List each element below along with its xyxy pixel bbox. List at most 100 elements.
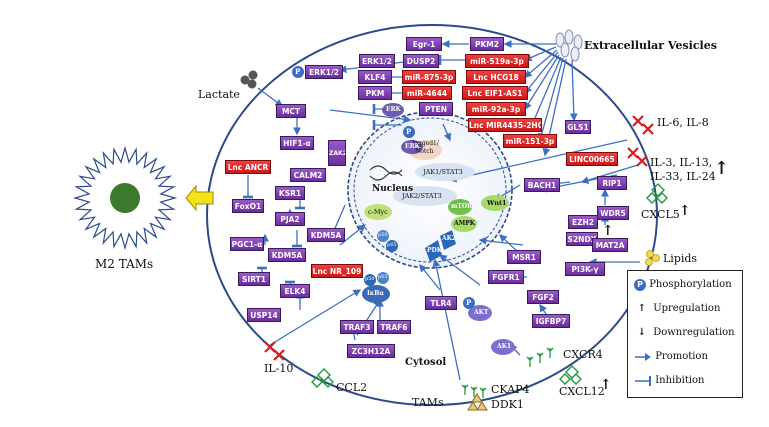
il10-icon bbox=[264, 341, 285, 361]
lipids-icon bbox=[645, 250, 660, 266]
mct-box: MCT bbox=[276, 104, 306, 118]
ezh2-box: EZH2 bbox=[568, 215, 598, 229]
extracellular-vesicles-icon bbox=[555, 29, 583, 62]
wnt1-shape bbox=[481, 195, 509, 211]
ak2-label: AK2 bbox=[442, 235, 457, 242]
zc3h12a-box: ZC3H12A bbox=[347, 344, 395, 358]
up-arrow-icon: ↑ bbox=[637, 303, 647, 314]
mir875-box: miR-875-3p bbox=[402, 70, 456, 84]
legend-phosphorylation-text: Phosphorylation bbox=[649, 279, 732, 290]
lactate-icon bbox=[240, 70, 258, 89]
lnc-hcg18-box: Lnc HCG18 bbox=[466, 70, 526, 84]
lipids-label: Lipids bbox=[663, 252, 698, 265]
cxcl12-icon bbox=[559, 365, 582, 385]
igfbp7-box: IGFBP7 bbox=[532, 314, 570, 328]
lactate-label: Lactate bbox=[198, 88, 240, 101]
lnc-mir4435-box: Lnc MIR4435-2HG bbox=[468, 118, 542, 132]
m2-tam-cell bbox=[72, 145, 178, 251]
jak1-stat3-shape bbox=[415, 163, 475, 181]
traf3-box: TRAF3 bbox=[340, 320, 374, 334]
p65-circle bbox=[377, 272, 389, 284]
elk4-box: ELK4 bbox=[280, 284, 310, 298]
legend-box: P Phosphorylation ↑ Upregulation ↓ Downr… bbox=[627, 270, 743, 398]
ckap4-receptor-icon bbox=[461, 384, 487, 398]
pi3kg-box: PI3K-γ bbox=[565, 262, 605, 276]
erk-label-b: ERK bbox=[405, 143, 420, 150]
mir151-box: miR-151-3p bbox=[503, 134, 557, 148]
p-circle-erk12 bbox=[292, 66, 304, 78]
legend-upregulation-text: Upregulation bbox=[653, 303, 721, 314]
p-label-akt: P bbox=[466, 298, 472, 307]
promotion-arrow-icon bbox=[635, 352, 651, 361]
klf4-box: KLF4 bbox=[358, 70, 392, 84]
p50-nuc-label: p50 bbox=[378, 232, 388, 238]
inhibition-bar-icon bbox=[635, 375, 651, 386]
legend-promotion-text: Promotion bbox=[655, 351, 708, 362]
cxcl5-label: CXCL5 bbox=[641, 208, 680, 221]
ikba-label: IκBα bbox=[367, 290, 384, 297]
erk12-box-b: ERK1/2 bbox=[305, 65, 343, 79]
dna-icon bbox=[369, 165, 403, 181]
p50-nuc-circle bbox=[377, 230, 389, 242]
zak2-box: ZAK2 bbox=[328, 140, 346, 166]
il10-label: IL-10 bbox=[264, 362, 294, 375]
il6-il8-label: IL-6, IL-8 bbox=[657, 116, 709, 129]
legend-downregulation-text: Downregulation bbox=[653, 327, 735, 338]
mir4644-box: miR-4644 bbox=[402, 86, 452, 100]
kdm5a-box-b: KDM5A bbox=[268, 248, 306, 262]
lnc-nr109-box: Lnc NR_109 bbox=[311, 264, 363, 278]
cxcl5-icon bbox=[646, 183, 668, 204]
sirt1-box: SIRT1 bbox=[238, 272, 270, 286]
erk-shape-b bbox=[401, 140, 423, 154]
fgf2-box: FGF2 bbox=[527, 290, 559, 304]
pkm-box: PKM bbox=[358, 86, 392, 100]
wnt1-label: Wnt1 bbox=[487, 199, 507, 207]
pten-box: PTEN bbox=[419, 102, 453, 116]
dusp2-box: DUSP2 bbox=[403, 54, 439, 68]
msr1-box: MSR1 bbox=[507, 250, 541, 264]
fgfr1-box: FGFR1 bbox=[488, 270, 524, 284]
pkm2-box: PKM2 bbox=[470, 37, 504, 51]
legend-upregulation: ↑ Upregulation bbox=[634, 303, 721, 314]
p50-label: p50 bbox=[365, 276, 375, 282]
ak1-label: AK1 bbox=[497, 343, 512, 350]
tams-label: TAMs bbox=[412, 396, 444, 409]
lnc-ancr-box: Lnc ANCR bbox=[225, 160, 271, 174]
akt-shape-a bbox=[468, 305, 492, 321]
mir92-box: miR-92a-3p bbox=[466, 102, 526, 116]
ckap4-label: CKAP4 bbox=[491, 383, 530, 396]
il3-il13-label: IL-3, IL-13, bbox=[650, 156, 713, 169]
p65-nuc-circle bbox=[386, 240, 398, 252]
cmyc-label: c-Myc bbox=[368, 208, 388, 216]
jagged1-label: Jagged1/ bbox=[412, 140, 439, 147]
cytosol-label: Cytosol bbox=[405, 357, 447, 368]
egr1-box: Egr-1 bbox=[406, 37, 442, 51]
p50-circle bbox=[364, 274, 376, 286]
mtor-shape bbox=[448, 199, 472, 215]
ddk1-icon bbox=[467, 393, 488, 411]
ccl2-icon bbox=[311, 368, 334, 388]
tlr4-box: TLR4 bbox=[425, 296, 457, 310]
legend-inhibition-text: Inhibition bbox=[655, 375, 705, 386]
yellow-arrow-icon bbox=[185, 184, 214, 212]
pdk-label: PDK bbox=[427, 247, 442, 254]
ccl2-label: CCL2 bbox=[336, 381, 368, 394]
linc00665-box: LINC00665 bbox=[566, 152, 618, 166]
p-circle-nucleus bbox=[403, 126, 415, 138]
cxcl12-upregulation-arrow: ↑ bbox=[600, 377, 612, 393]
p-label-nucleus: P bbox=[406, 127, 412, 136]
mir519-box: miR-519a-3p bbox=[465, 54, 529, 68]
akt-label: AKT bbox=[474, 309, 489, 316]
erk12-box-a: ERK1/2 bbox=[359, 54, 395, 68]
p65-nuc-label: p65 bbox=[387, 242, 397, 248]
rip1-box: RIP1 bbox=[597, 176, 627, 190]
mat2a-box: MAT2A bbox=[592, 238, 628, 252]
legend-phosphorylation: P Phosphorylation bbox=[634, 279, 732, 291]
ampk-label: AMPK bbox=[454, 220, 476, 227]
hif1a-box: HIF1-α bbox=[280, 136, 314, 150]
ddk1-label: DDK1 bbox=[491, 398, 524, 411]
ak2-shape bbox=[440, 230, 456, 250]
pdk-shape bbox=[425, 240, 442, 262]
m2-tams-label: M2 TAMs bbox=[95, 257, 154, 271]
